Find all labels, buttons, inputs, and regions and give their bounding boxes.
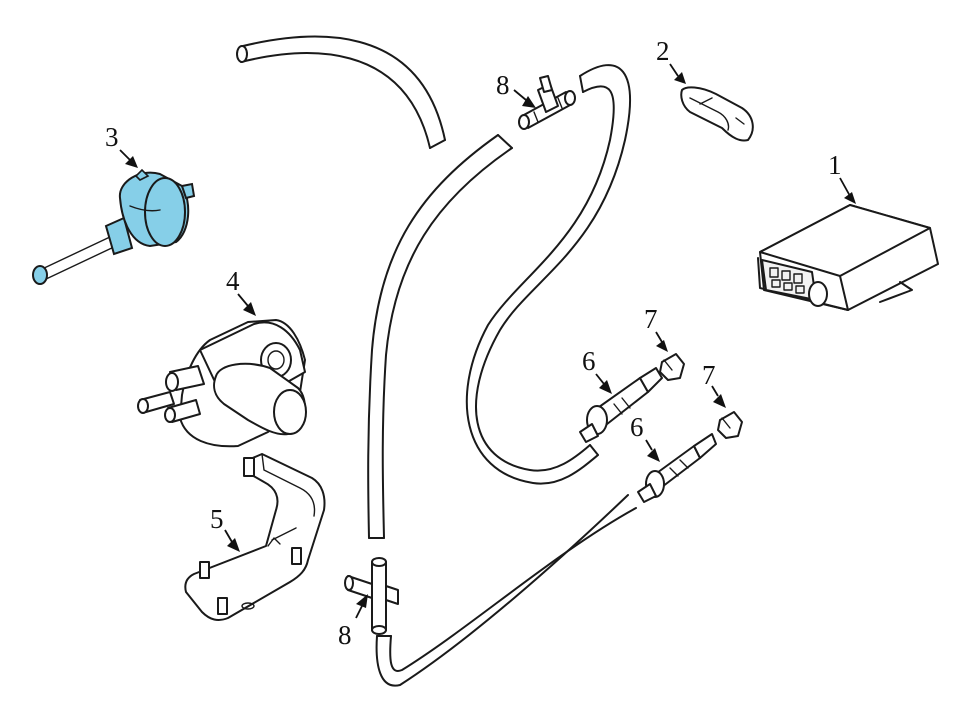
part-6-nozzle-lower[interactable] [637, 433, 717, 503]
callout-2: 2 [656, 36, 670, 66]
part-5-bracket[interactable] [184, 453, 326, 621]
callout-7-upper: 7 [644, 304, 658, 334]
part-8-tee-bottom[interactable] [344, 557, 399, 635]
part-7-clip-upper[interactable] [659, 353, 685, 381]
callout-3: 3 [105, 122, 119, 152]
part-4-solenoid-valve[interactable] [137, 319, 307, 448]
hose-long-left [367, 134, 499, 539]
callout-labels: 1 2 3 4 5 6 6 7 7 8 8 [105, 36, 842, 650]
part-3-vacuum-actuator[interactable] [32, 168, 196, 285]
part-8-tee-top[interactable] [518, 75, 576, 130]
callout-arrows [119, 63, 856, 619]
part-1-control-module[interactable] [757, 204, 939, 311]
callout-8-top: 8 [496, 70, 510, 100]
part-6-nozzle-upper[interactable] [579, 367, 663, 443]
callout-5: 5 [210, 504, 224, 534]
callout-1: 1 [828, 150, 842, 180]
actuator-rod-end [32, 265, 48, 285]
hose-loop [475, 64, 631, 472]
part-2-cover[interactable] [680, 86, 754, 142]
part-7-clip-lower[interactable] [717, 411, 743, 439]
vacuum-hoses [236, 35, 637, 687]
callout-6-upper: 6 [582, 346, 596, 376]
callout-6-lower: 6 [630, 412, 644, 442]
callout-7-lower: 7 [702, 360, 716, 390]
hose-top-arc [242, 35, 446, 141]
callout-4: 4 [226, 266, 240, 296]
callout-8-bottom: 8 [338, 620, 352, 650]
hose-bottom [375, 494, 629, 687]
